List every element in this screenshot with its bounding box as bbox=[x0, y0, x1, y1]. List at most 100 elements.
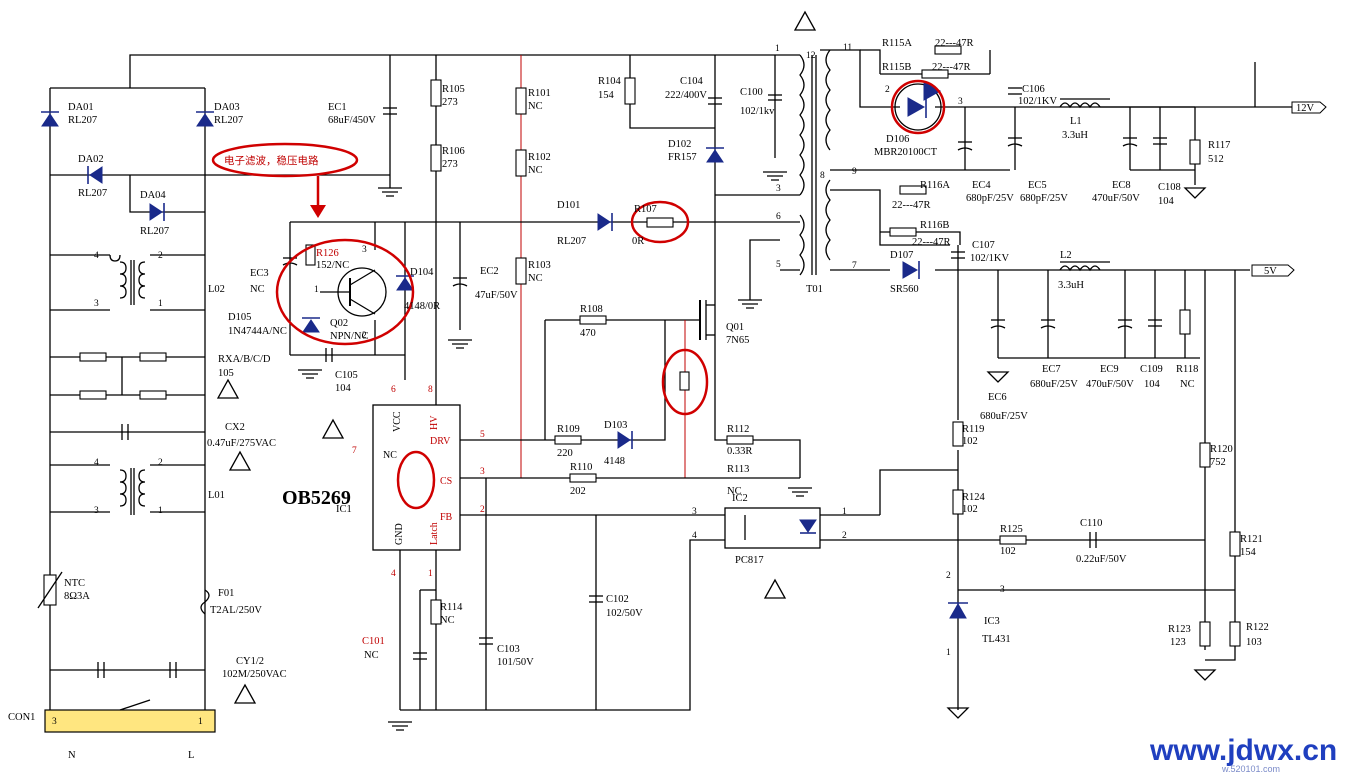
svg-text:R113: R113 bbox=[727, 464, 749, 475]
svg-text:22---47R: 22---47R bbox=[935, 38, 974, 49]
svg-text:8: 8 bbox=[820, 171, 825, 181]
svg-text:RL207: RL207 bbox=[78, 188, 107, 199]
svg-text:GND: GND bbox=[394, 523, 405, 545]
svg-text:470uF/50V: 470uF/50V bbox=[1086, 379, 1134, 390]
svg-text:L02: L02 bbox=[208, 284, 225, 295]
svg-text:3: 3 bbox=[94, 506, 99, 516]
svg-text:FR157: FR157 bbox=[668, 152, 697, 163]
svg-text:RXA/B/C/D: RXA/B/C/D bbox=[218, 354, 271, 365]
svg-text:8Ω3A: 8Ω3A bbox=[64, 591, 90, 602]
svg-text:CX2: CX2 bbox=[225, 422, 245, 433]
svg-text:220: 220 bbox=[557, 448, 573, 459]
svg-text:11: 11 bbox=[843, 43, 852, 53]
ic1-pin-labels: VCC HV DRV NC CS FB GND Latch 6 8 7 5 3 … bbox=[352, 385, 485, 579]
svg-text:www.jdwx.cn: www.jdwx.cn bbox=[1149, 734, 1337, 767]
svg-text:EC8: EC8 bbox=[1112, 180, 1131, 191]
svg-text:7: 7 bbox=[852, 261, 857, 271]
svg-text:R126: R126 bbox=[316, 248, 339, 259]
svg-text:470: 470 bbox=[580, 328, 596, 339]
svg-text:R101: R101 bbox=[528, 88, 551, 99]
output-ports bbox=[1251, 101, 1327, 277]
svg-text:T2AL/250V: T2AL/250V bbox=[210, 605, 262, 616]
svg-text:R107: R107 bbox=[634, 204, 657, 215]
grounds bbox=[298, 171, 1217, 731]
svg-text:NC: NC bbox=[528, 101, 543, 112]
svg-text:R106: R106 bbox=[442, 146, 465, 157]
svg-text:R122: R122 bbox=[1246, 622, 1269, 633]
svg-text:EC2: EC2 bbox=[480, 266, 499, 277]
svg-text:470uF/50V: 470uF/50V bbox=[1092, 193, 1140, 204]
svg-text:R118: R118 bbox=[1176, 364, 1198, 375]
svg-text:3: 3 bbox=[94, 299, 99, 309]
svg-text:104: 104 bbox=[1158, 196, 1175, 207]
svg-text:C105: C105 bbox=[335, 370, 358, 381]
svg-text:273: 273 bbox=[442, 159, 458, 170]
svg-text:C108: C108 bbox=[1158, 182, 1181, 193]
svg-text:3: 3 bbox=[480, 467, 485, 477]
svg-text:2: 2 bbox=[885, 85, 890, 95]
chip-label: OB5269 bbox=[282, 487, 351, 509]
svg-text:2: 2 bbox=[480, 505, 485, 515]
secondary-wires bbox=[820, 49, 1320, 710]
svg-text:CON1: CON1 bbox=[8, 712, 35, 723]
svg-text:D103: D103 bbox=[604, 420, 627, 431]
svg-text:1: 1 bbox=[158, 506, 163, 516]
inductors-l1-l2 bbox=[1059, 98, 1110, 272]
svg-text:47uF/50V: 47uF/50V bbox=[475, 290, 518, 301]
warning-icons bbox=[216, 10, 817, 704]
svg-text:L1: L1 bbox=[1070, 116, 1082, 127]
svg-text:DA02: DA02 bbox=[78, 154, 104, 165]
svg-text:1: 1 bbox=[842, 507, 847, 517]
svg-text:HV: HV bbox=[429, 415, 440, 430]
svg-text:7: 7 bbox=[352, 446, 357, 456]
semiconductors bbox=[302, 81, 968, 619]
svg-text:2: 2 bbox=[946, 571, 951, 581]
svg-text:RL207: RL207 bbox=[557, 236, 586, 247]
svg-text:9: 9 bbox=[852, 167, 857, 177]
svg-text:8: 8 bbox=[428, 385, 433, 395]
svg-text:102: 102 bbox=[962, 436, 978, 447]
svg-text:103: 103 bbox=[1246, 637, 1262, 648]
bridge-diodes bbox=[41, 111, 214, 221]
svg-text:2: 2 bbox=[362, 331, 367, 341]
svg-text:154: 154 bbox=[1240, 547, 1257, 558]
svg-text:w.520101.com: w.520101.com bbox=[1221, 764, 1280, 774]
svg-text:R114: R114 bbox=[440, 602, 463, 613]
svg-text:154: 154 bbox=[598, 90, 615, 101]
svg-text:1: 1 bbox=[198, 717, 203, 727]
svg-text:NC: NC bbox=[383, 450, 397, 461]
svg-text:5V: 5V bbox=[1264, 266, 1277, 277]
svg-text:C103: C103 bbox=[497, 644, 520, 655]
svg-text:C107: C107 bbox=[972, 240, 995, 251]
svg-text:102: 102 bbox=[962, 504, 978, 515]
svg-text:D102: D102 bbox=[668, 139, 691, 150]
svg-text:NC: NC bbox=[528, 165, 543, 176]
svg-text:105: 105 bbox=[218, 368, 234, 379]
svg-text:PC817: PC817 bbox=[735, 555, 764, 566]
svg-text:IC3: IC3 bbox=[984, 616, 1000, 627]
svg-text:102/1KV: 102/1KV bbox=[970, 253, 1010, 264]
svg-text:R119: R119 bbox=[962, 424, 984, 435]
svg-text:R115A: R115A bbox=[882, 38, 912, 49]
svg-text:D106: D106 bbox=[886, 134, 909, 145]
svg-text:RL207: RL207 bbox=[68, 115, 97, 126]
svg-text:IC1: IC1 bbox=[336, 504, 352, 515]
svg-text:3: 3 bbox=[52, 717, 57, 727]
svg-text:680uF/25V: 680uF/25V bbox=[1030, 379, 1078, 390]
svg-text:EC6: EC6 bbox=[988, 392, 1007, 403]
svg-text:SR560: SR560 bbox=[890, 284, 919, 295]
svg-text:C110: C110 bbox=[1080, 518, 1102, 529]
svg-text:152/NC: 152/NC bbox=[316, 260, 349, 271]
svg-text:1: 1 bbox=[775, 44, 780, 54]
svg-text:0.33R: 0.33R bbox=[727, 446, 752, 457]
svg-text:3: 3 bbox=[1000, 585, 1005, 595]
svg-text:R123: R123 bbox=[1168, 624, 1191, 635]
svg-text:EC5: EC5 bbox=[1028, 180, 1047, 191]
svg-text:3.3uH: 3.3uH bbox=[1062, 130, 1088, 141]
svg-text:CS: CS bbox=[440, 476, 452, 487]
svg-text:NC: NC bbox=[1180, 379, 1195, 390]
svg-text:L01: L01 bbox=[208, 490, 225, 501]
svg-text:NC: NC bbox=[727, 486, 742, 497]
svg-text:NC: NC bbox=[250, 284, 265, 295]
